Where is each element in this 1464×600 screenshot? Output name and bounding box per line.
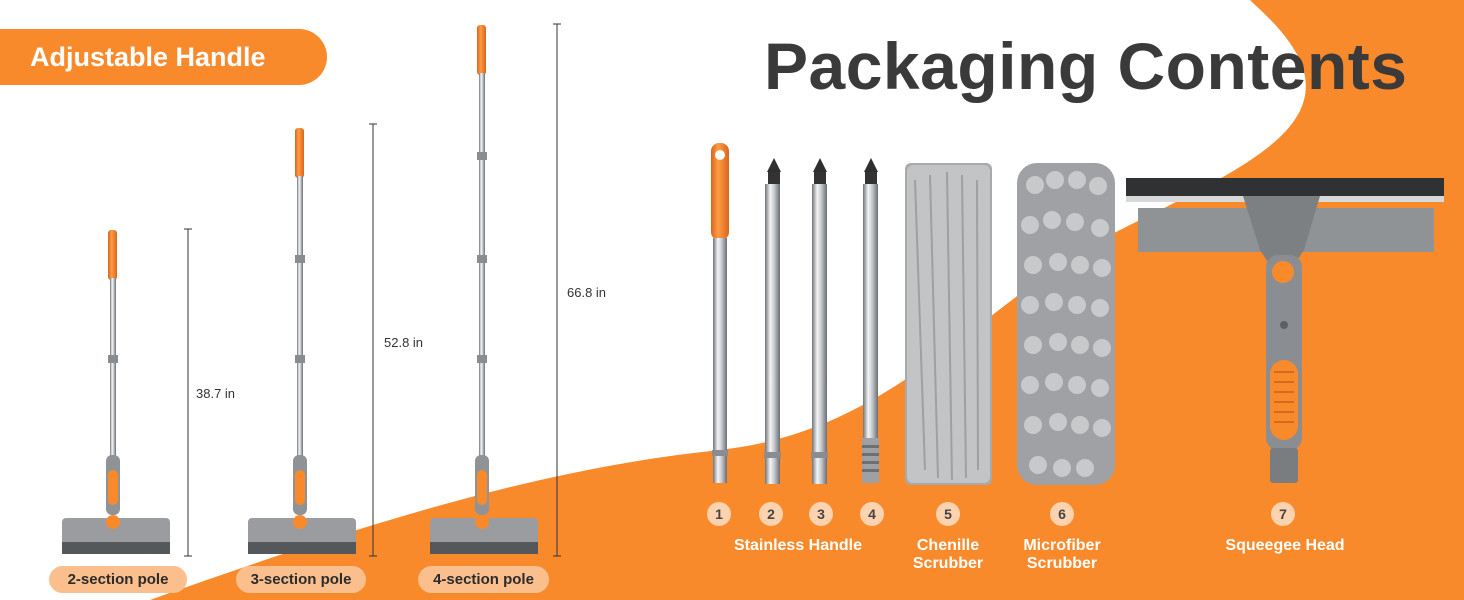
page-title: Packaging Contents [764,29,1408,103]
pole-4-section [430,25,538,554]
adjustable-handle-badge: Adjustable Handle [0,29,327,85]
part-number-1: 1 [707,502,731,526]
microfiber-scrubber [1017,163,1115,485]
part-number-2: 2 [759,502,783,526]
caption-microfiber-line1: Microfiber [1023,537,1101,554]
part-number-4: 4 [860,502,884,526]
part-number-5: 5 [936,502,960,526]
caption-chenille-scrubber: Chenille Scrubber [898,537,998,573]
handle-part-3 [811,158,828,484]
handle-part-1 [711,143,729,483]
caption-chenille-line2: Scrubber [912,555,984,572]
handle-part-2 [764,158,781,484]
pole-2-section [62,230,170,554]
caption-microfiber-line2: Scrubber [1026,555,1098,572]
pole-length-3-section: 52.8 in [384,335,424,350]
squeegee-head [1126,178,1444,483]
measure-lines [184,23,561,557]
caption-chenille-line1: Chenille [916,537,980,554]
pole-label-4-section: 4-section pole [418,566,549,593]
pole-length-2-section: 38.7 in [196,386,236,401]
part-number-3: 3 [809,502,833,526]
badge-label: Adjustable Handle [30,41,266,72]
pole-label-3-section: 3-section pole [236,566,366,593]
caption-squeegee-head: Squeegee Head [1225,537,1345,554]
caption-microfiber-scrubber: Microfiber Scrubber [1012,537,1112,573]
chenille-scrubber [905,163,992,485]
pole-length-4-section: 66.8 in [567,285,607,300]
pole-label-2-section: 2-section pole [49,566,187,593]
handle-part-4 [862,158,879,483]
part-number-7: 7 [1271,502,1295,526]
part-number-6: 6 [1050,502,1074,526]
pole-3-section [248,128,356,554]
caption-stainless-handle: Stainless Handle [733,537,863,554]
